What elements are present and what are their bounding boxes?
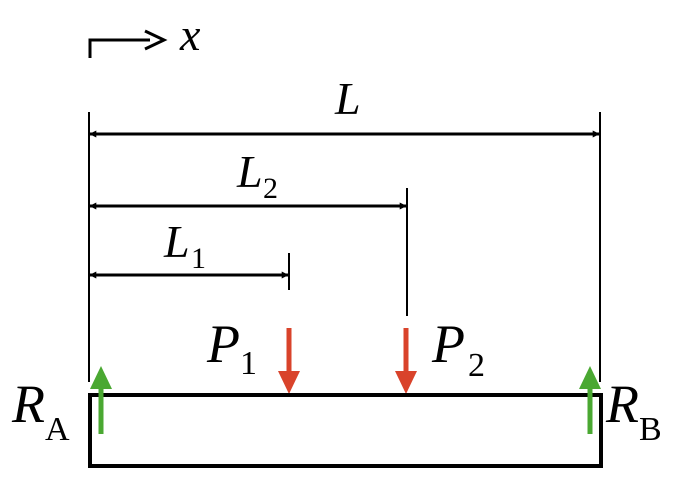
x-axis-label: x <box>179 9 201 60</box>
load-label-p2: P <box>431 314 465 374</box>
reaction-label-rb: R <box>605 374 639 434</box>
dimension-label-l2-subscript: 2 <box>263 172 278 205</box>
reaction-label-ra-subscript: A <box>45 411 70 448</box>
reaction-arrowhead-ra <box>90 366 112 389</box>
load-label-p1-subscript: 1 <box>240 345 257 382</box>
x-axis-arrow-icon <box>88 38 150 58</box>
dimension-label-l1: L <box>163 216 190 267</box>
reaction-arrowhead-rb <box>579 366 601 389</box>
reaction-label-ra: R <box>11 374 45 434</box>
point-loads: P 1 P 2 <box>206 314 485 394</box>
beam <box>88 393 603 468</box>
load-arrowhead-p2 <box>395 371 417 394</box>
x-axis-indicator: x <box>88 9 201 60</box>
dimension-label-l1-subscript: 1 <box>191 242 206 275</box>
load-label-p1: P <box>206 314 240 374</box>
dimension-lines: L L 2 L 1 <box>88 73 601 382</box>
dimension-label-l2: L <box>236 146 263 197</box>
dimension-label-total: L <box>334 73 361 124</box>
load-arrowhead-p1 <box>278 371 300 394</box>
x-axis-arrowhead <box>144 29 168 51</box>
reaction-label-rb-subscript: B <box>639 411 662 448</box>
load-label-p2-subscript: 2 <box>468 347 485 384</box>
support-reactions: R A R B <box>11 366 662 448</box>
